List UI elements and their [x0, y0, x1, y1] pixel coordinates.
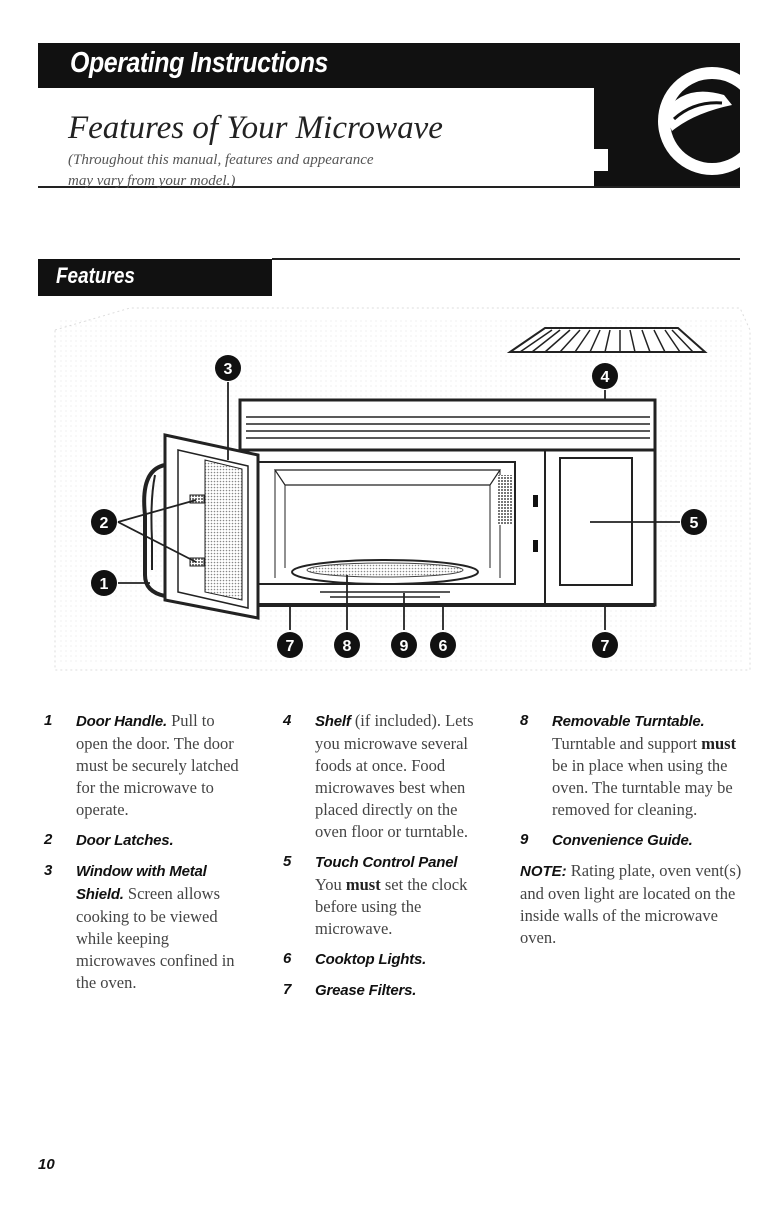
page-title: Operating Instructions [70, 47, 328, 79]
feature-heading: Touch Control Panel [315, 854, 458, 871]
note-text: Rating plate, oven vent(s) and oven ligh… [520, 861, 742, 947]
callout-2: 2 [91, 509, 117, 535]
microwave-diagram: 3 4 2 5 1 7 8 9 6 7 [54, 307, 751, 671]
callout-4: 4 [592, 363, 618, 389]
callout-3: 3 [215, 355, 241, 381]
callout-leaders [117, 382, 680, 630]
callout-7: 7 [277, 632, 303, 658]
model-note-line-2: may vary from your model.) [68, 173, 236, 189]
model-note-line-1: (Throughout this manual, features and ap… [68, 152, 374, 168]
feature-body: Lets you microwave several foods at once… [315, 711, 474, 841]
feature-heading: Shelf [315, 713, 351, 730]
note-paragraph: NOTE: Rating plate, oven vent(s) and ove… [520, 860, 745, 949]
svg-text:8: 8 [343, 638, 352, 655]
features-column-3: 8 Removable Turntable. Turntable and sup… [520, 710, 745, 949]
feature-item-2: 2 Door Latches. [44, 831, 174, 849]
callout-9: 9 [391, 632, 417, 658]
feature-heading: Removable Turntable. [552, 713, 705, 730]
feature-item-8: 8 Removable Turntable. Turntable and sup… [520, 712, 737, 819]
section-title: Features [56, 263, 135, 288]
feature-item-7: 7 Grease Filters. [283, 981, 417, 999]
svg-text:9: 9 [400, 638, 409, 655]
svg-text:7: 7 [601, 638, 610, 655]
feature-heading: Grease Filters. [315, 982, 417, 999]
page-subtitle: Features of Your Microwave [68, 110, 443, 146]
features-column-1: 1 Door Handle. Pull to open the door. Th… [44, 710, 249, 994]
feature-heading: Door Latches. [76, 832, 174, 849]
callout-8: 8 [334, 632, 360, 658]
svg-text:3: 3 [224, 361, 233, 378]
callout-7b: 7 [592, 632, 618, 658]
feature-heading-suffix: (if included). [354, 711, 441, 730]
feature-body: Pull to open the door. The door must be … [76, 711, 239, 819]
callout-1: 1 [91, 570, 117, 596]
feature-item-3: 3 Window with Metal Shield. Screen allow… [44, 862, 235, 992]
svg-text:2: 2 [100, 515, 109, 532]
door-drawing [142, 433, 260, 620]
feature-heading: Cooktop Lights. [315, 951, 427, 968]
note-label: NOTE: [520, 863, 567, 880]
callout-5: 5 [681, 509, 707, 535]
page-number: 10 [38, 1156, 55, 1173]
svg-text:6: 6 [439, 638, 448, 655]
shelf-drawing [506, 327, 708, 353]
section-header-box [38, 259, 272, 296]
feature-item-6: 6 Cooktop Lights. [283, 950, 427, 968]
feature-heading: Door Handle. [76, 713, 167, 730]
feature-item-1: 1 Door Handle. Pull to open the door. Th… [44, 711, 239, 819]
header-logo-block [594, 43, 740, 187]
features-column-2: 4 Shelf (if included). Lets you microwav… [283, 710, 483, 1002]
svg-text:4: 4 [601, 369, 610, 386]
callout-6: 6 [430, 632, 456, 658]
section-rule [272, 258, 740, 260]
feature-heading: Window with Metal Shield. [76, 863, 207, 903]
header-rule [38, 186, 740, 188]
dial-icon [594, 67, 740, 175]
feature-item-9: 9 Convenience Guide. [520, 831, 693, 849]
svg-text:7: 7 [286, 638, 295, 655]
feature-item-4: 4 Shelf (if included). Lets you microwav… [283, 711, 474, 841]
feature-item-5: 5 Touch Control Panel You must set the c… [283, 853, 468, 938]
feature-body: Screen allows cooking to be viewed while… [76, 884, 235, 992]
svg-text:1: 1 [100, 576, 109, 593]
microwave-body [238, 398, 657, 607]
feature-heading: Convenience Guide. [552, 832, 693, 849]
svg-text:5: 5 [690, 515, 699, 532]
